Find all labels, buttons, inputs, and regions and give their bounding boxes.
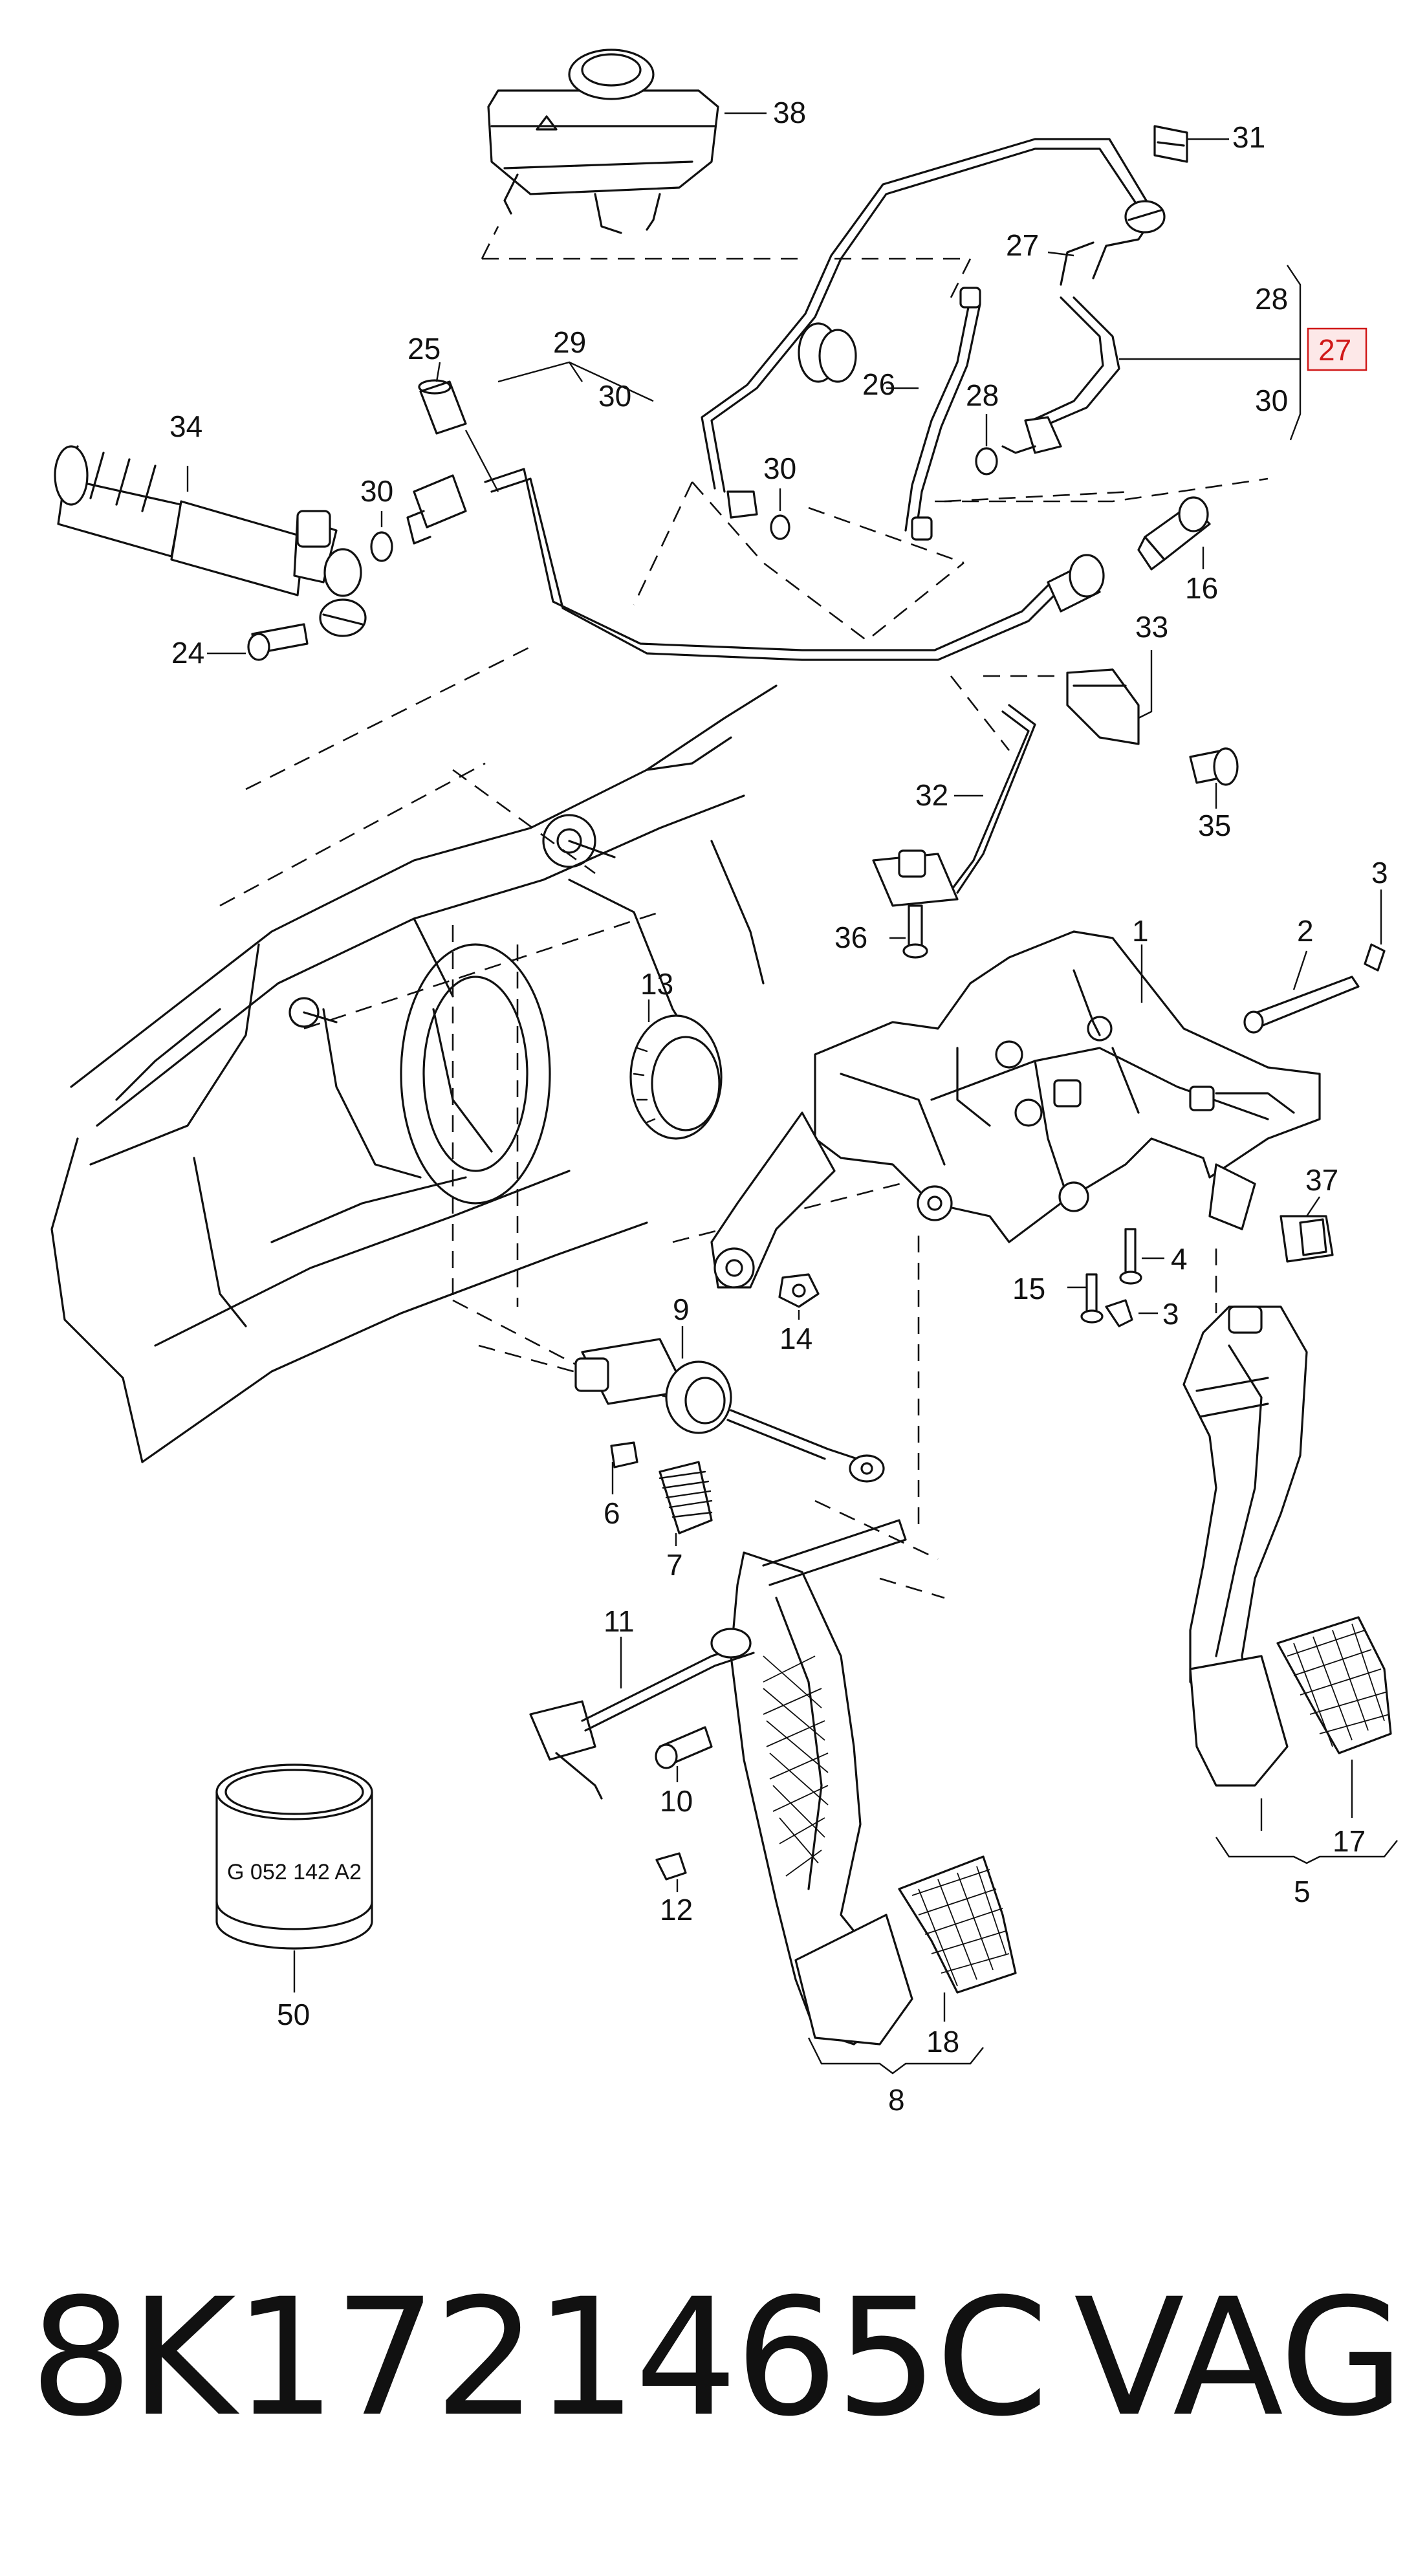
callout-35: 35 (1198, 809, 1231, 842)
callout-labels: 38 31 27 28 27 30 26 28 29 30 25 30 30 3… (169, 96, 1388, 2117)
brake-pedal (1182, 1305, 1308, 1787)
assembly-guide-lines (219, 226, 1269, 1599)
callout-34: 34 (169, 409, 202, 443)
bracket-33 (1066, 668, 1239, 786)
callout-5: 5 (1294, 1875, 1311, 1908)
callout-29: 29 (553, 325, 586, 359)
pedal-return-assembly (529, 1628, 755, 1881)
callout-37: 37 (1305, 1163, 1338, 1197)
callout-7: 7 (666, 1548, 683, 1582)
callout-8: 8 (888, 2083, 905, 2117)
callout-9: 9 (673, 1293, 690, 1326)
callout-32: 32 (915, 778, 948, 812)
part-number: 8K1721465C (30, 2264, 1049, 2452)
callout-14: 14 (779, 1322, 812, 1355)
sleeve-ring-50 (215, 1763, 373, 1950)
callout-13: 13 (640, 967, 673, 1001)
small-fittings (726, 287, 1062, 541)
vehicle-body-firewall (50, 684, 778, 1463)
brake-fluid-reservoir (487, 49, 719, 234)
ring-marking-text: G 052 142 A2 (227, 1860, 362, 1884)
callout-3-lower: 3 (1162, 1297, 1179, 1331)
pin-and-clips (1080, 943, 1386, 1327)
part-caption: 8K1721465C VAG (0, 2251, 1416, 2465)
callout-36: 36 (834, 921, 867, 954)
callout-30-middle: 30 (763, 452, 796, 485)
callout-18: 18 (926, 2025, 959, 2058)
slave-cylinder-fitting (1047, 496, 1211, 613)
callout-15: 15 (1012, 1272, 1045, 1305)
bushing-13 (629, 1014, 723, 1140)
callout-4: 4 (1171, 1242, 1188, 1276)
clutch-pedal-pad (898, 1855, 1017, 1994)
callout-27-highlighted[interactable]: 27 (1318, 333, 1351, 367)
callout-17: 17 (1333, 1824, 1366, 1858)
callout-2: 2 (1297, 914, 1314, 948)
callout-3-upper: 3 (1371, 856, 1388, 890)
leader-lines (186, 112, 1398, 2075)
brake-pedal-pad (1276, 1616, 1392, 1754)
callout-30-right: 30 (1255, 384, 1288, 417)
clutch-master-cylinder (54, 445, 367, 661)
hydraulic-lines (484, 138, 1153, 661)
clutch-pedal (730, 1519, 913, 2046)
callout-27-upper: 27 (1006, 228, 1039, 262)
callout-24: 24 (171, 636, 204, 670)
hose-sleeve (418, 379, 467, 435)
callout-28-lower: 28 (966, 378, 999, 412)
callout-11: 11 (604, 1604, 635, 1638)
callout-31: 31 (1232, 120, 1265, 154)
callout-12: 12 (660, 1893, 693, 1927)
brand-name: VAG (1074, 2264, 1404, 2452)
over-centre-spring (610, 1441, 713, 1534)
callout-30-upper: 30 (598, 379, 631, 413)
highlighted-callout-27[interactable]: 27 (1307, 327, 1367, 371)
callout-33: 33 (1135, 610, 1168, 644)
callout-26: 26 (862, 367, 895, 401)
callout-28-upper: 28 (1255, 282, 1288, 316)
callout-25: 25 (408, 332, 441, 366)
bracket-32 (872, 704, 1036, 959)
callout-16: 16 (1185, 571, 1218, 605)
pedal-bracket (710, 930, 1321, 1289)
nut-14 (778, 1273, 820, 1308)
exploded-parts-diagram: G 052 142 A2 (50, 49, 1398, 2117)
callout-30-left: 30 (360, 474, 393, 508)
callout-50: 50 (277, 1998, 310, 2031)
clutch-pedal-switch (574, 1338, 885, 1483)
callout-38: 38 (773, 96, 806, 129)
pipe-connector (370, 474, 467, 562)
callout-10: 10 (660, 1784, 693, 1818)
callout-6: 6 (604, 1496, 620, 1530)
callout-1: 1 (1132, 914, 1149, 948)
line-clip (1124, 125, 1188, 234)
